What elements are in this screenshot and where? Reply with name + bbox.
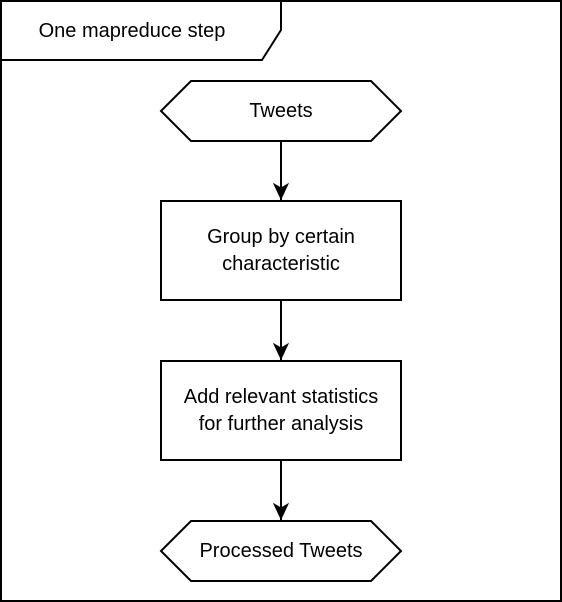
edge-group-to-stats-arrowhead — [272, 342, 290, 361]
frame-title-tab — [0, 0, 282, 61]
node-stats-shape — [160, 360, 402, 461]
node-processed-tweets-shape — [159, 520, 403, 582]
node-tweets-shape — [159, 80, 403, 142]
node-group-shape — [160, 200, 402, 301]
edge-tweets-to-group-arrowhead — [272, 182, 290, 201]
edge-stats-to-output-arrowhead — [272, 502, 290, 521]
